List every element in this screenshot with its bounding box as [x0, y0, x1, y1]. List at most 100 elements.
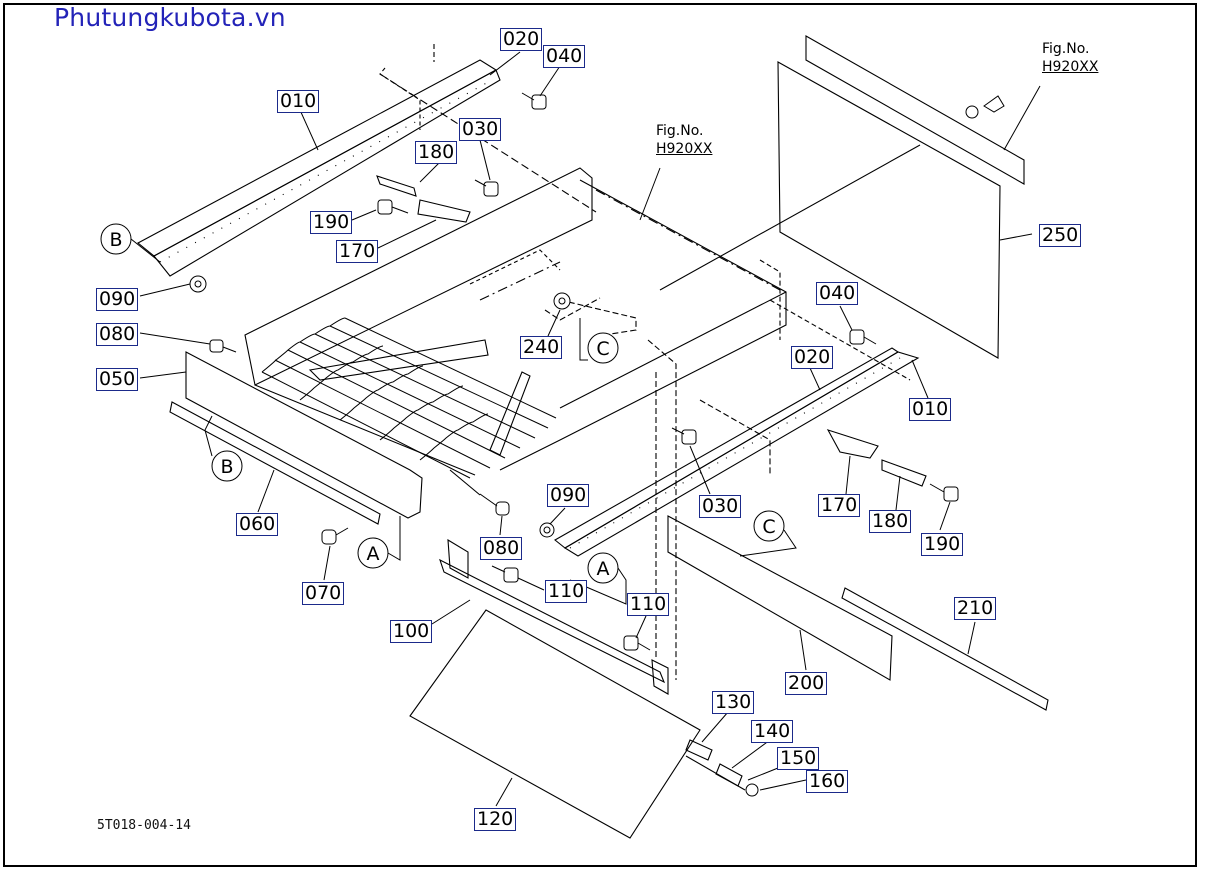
callout-b-top: B: [100, 223, 161, 263]
part-label-040-right[interactable]: 040: [816, 282, 859, 305]
part-010-right-rail: [554, 347, 920, 557]
nut-090-mid: [539, 522, 555, 538]
fig-ref-center[interactable]: Fig.No. H920XX: [656, 122, 712, 158]
part-label-040-top[interactable]: 040: [543, 45, 586, 68]
part-label-010-top[interactable]: 010: [277, 90, 320, 113]
guide-line: [699, 399, 771, 474]
leader-line: [539, 65, 561, 97]
leader-line: [517, 577, 545, 591]
leader-line: [139, 332, 211, 345]
part-label-160[interactable]: 160: [806, 770, 849, 793]
leader-line: [431, 599, 471, 625]
callout-a-right: A: [569, 552, 627, 605]
part-frame-right: [449, 179, 787, 496]
part-label-030-top[interactable]: 030: [459, 118, 502, 141]
part-200-plate: [667, 515, 893, 681]
guide-line: [595, 189, 781, 291]
guide-line: [479, 261, 561, 301]
leader-line: [939, 501, 951, 531]
part-frame-housing: [185, 167, 593, 519]
part-label-170-right[interactable]: 170: [818, 494, 861, 517]
part-210-strip: [841, 587, 1049, 711]
callout-a-left-text: A: [367, 543, 380, 565]
callout-c-right: C: [739, 510, 797, 557]
part-label-190-left[interactable]: 190: [310, 211, 353, 234]
bolt-040-top: [521, 92, 547, 110]
part-130-140: [685, 739, 746, 791]
part-label-250[interactable]: 250: [1039, 224, 1082, 247]
diagram-border: [3, 3, 1197, 867]
bolt-070: [321, 527, 349, 545]
leader-line: [639, 167, 661, 221]
part-label-240[interactable]: 240: [520, 336, 563, 359]
part-label-120[interactable]: 120: [474, 808, 517, 831]
part-label-080-mid[interactable]: 080: [480, 537, 523, 560]
callout-a-right-text: A: [597, 558, 610, 580]
leader-line: [547, 309, 561, 337]
leader-line: [351, 209, 377, 221]
fig-ref-label: Fig.No.: [656, 123, 704, 139]
leader-line: [257, 469, 275, 513]
leader-line: [139, 283, 191, 297]
part-label-050[interactable]: 050: [96, 368, 139, 391]
leader-line: [419, 161, 441, 183]
callout-b-bottom: B: [204, 415, 243, 482]
callout-c-mid-text: C: [596, 338, 609, 360]
leader-line: [377, 219, 437, 249]
bolt-110-a: [491, 565, 519, 583]
part-label-110-b[interactable]: 110: [627, 593, 670, 616]
part-label-150[interactable]: 150: [777, 747, 820, 770]
wing-nut-top: [965, 95, 1005, 119]
part-label-180-left[interactable]: 180: [415, 141, 458, 164]
part-label-010-right[interactable]: 010: [909, 398, 952, 421]
bolt-190-left: [377, 199, 409, 215]
leader-line: [839, 305, 853, 331]
nut-160: [745, 783, 759, 797]
bolt-030-top: [474, 179, 499, 197]
part-060-strip: [169, 401, 381, 525]
part-label-030-mid[interactable]: 030: [699, 495, 742, 518]
part-250-panel: [659, 35, 1025, 359]
leader-line: [911, 359, 929, 399]
part-label-060[interactable]: 060: [236, 513, 279, 536]
fig-ref-top-right[interactable]: Fig.No. H920XX: [1042, 40, 1098, 76]
leader-line: [635, 615, 647, 639]
leader-line: [747, 767, 779, 781]
leader-line: [895, 475, 901, 511]
part-label-070[interactable]: 070: [302, 582, 345, 605]
part-label-100[interactable]: 100: [390, 620, 433, 643]
leader-line: [139, 371, 187, 379]
leader-line: [845, 455, 851, 495]
part-100-bar: [439, 538, 669, 695]
leader-line: [799, 629, 807, 671]
guide-line: [647, 339, 677, 680]
part-label-140[interactable]: 140: [751, 720, 794, 743]
part-120-panel: [409, 609, 701, 839]
part-label-130[interactable]: 130: [712, 691, 755, 714]
drawing-code: 5T018-004-14: [97, 818, 191, 833]
part-label-170-left[interactable]: 170: [336, 240, 379, 263]
callout-b-top-text: B: [109, 229, 122, 251]
fig-ref-code: H920XX: [1042, 59, 1099, 75]
leader-line: [967, 621, 976, 655]
part-170-180-left: [376, 175, 471, 223]
guide-line: [759, 259, 781, 340]
part-label-190-right[interactable]: 190: [921, 533, 964, 556]
part-label-210[interactable]: 210: [954, 597, 997, 620]
leader-line: [759, 779, 807, 791]
part-label-020-right[interactable]: 020: [791, 346, 834, 369]
part-label-090-left[interactable]: 090: [96, 288, 139, 311]
part-label-200[interactable]: 200: [785, 672, 828, 695]
part-label-020-top[interactable]: 020: [500, 28, 543, 51]
bolt-080-left: [209, 339, 237, 353]
part-label-090-mid[interactable]: 090: [547, 484, 590, 507]
leader-line: [1003, 85, 1041, 151]
part-label-110-a[interactable]: 110: [545, 580, 588, 603]
callout-b-bottom-text: B: [220, 456, 233, 478]
brand-watermark: Phutungkubota.vn: [54, 3, 286, 32]
part-label-080-left[interactable]: 080: [96, 323, 139, 346]
part-label-180-right[interactable]: 180: [869, 510, 912, 533]
leader-line: [479, 139, 491, 181]
bolt-190-right: [929, 483, 959, 502]
leader-line: [495, 777, 513, 807]
